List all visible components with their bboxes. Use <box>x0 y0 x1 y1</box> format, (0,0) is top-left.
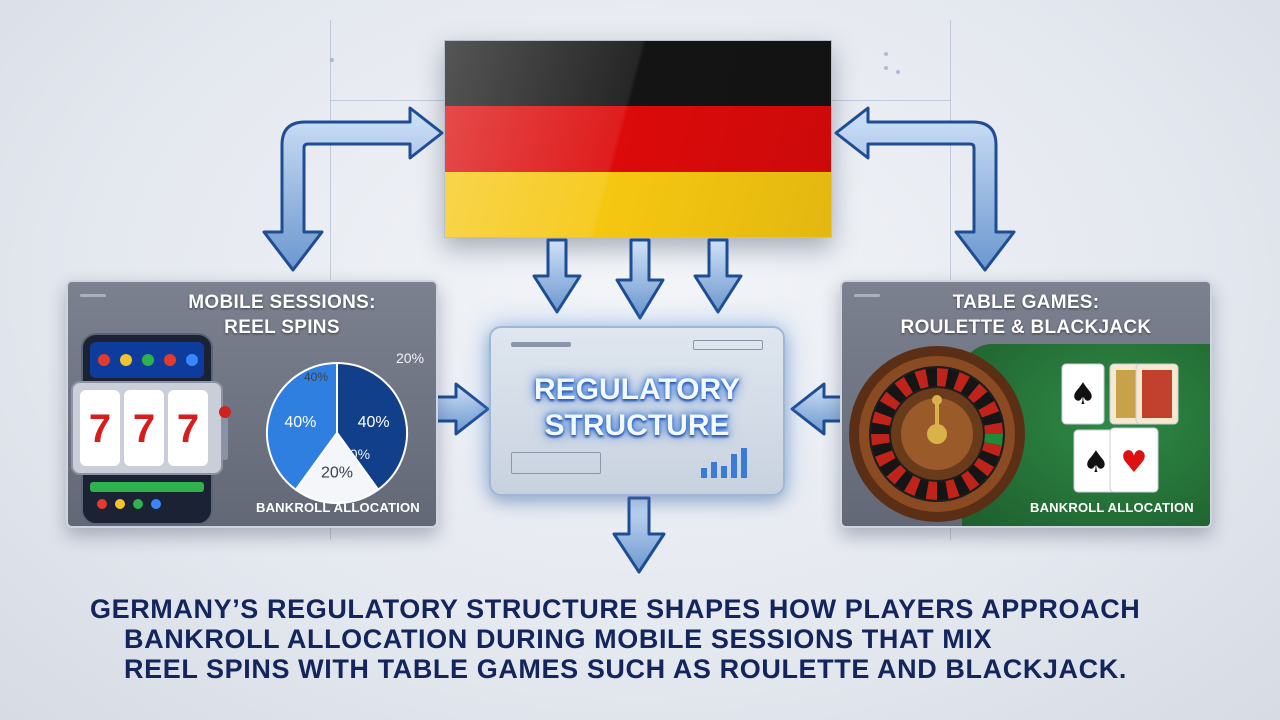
card-spade-top: ♠ <box>1070 377 1097 412</box>
wheel-pocket <box>886 464 907 485</box>
bankroll-allocation-label: BANKROLL ALLOCATION <box>1030 500 1194 515</box>
wheel-pocket <box>945 479 960 499</box>
wheel-pocket <box>925 368 937 387</box>
wheel-pocket <box>925 481 937 500</box>
background-dot <box>896 70 900 74</box>
card-footer-box <box>511 452 601 474</box>
wheel-pocket <box>978 401 1000 418</box>
center-title-line1: REGULATORY <box>533 373 741 406</box>
table-games-panel: TABLE GAMES: ROULETTE & BLACKJACK ♠ ♠ ♥ … <box>840 280 1212 528</box>
wheel-pocket <box>984 434 1003 446</box>
card-header-bar <box>511 342 571 347</box>
mobile-sessions-panel: MOBILE SESSIONS: REEL SPINS 7 7 7 40% 20%… <box>66 280 438 528</box>
arrow-down-2 <box>615 238 665 320</box>
slot-reel-2: 7 <box>133 407 155 451</box>
panel-title: TABLE GAMES: ROULETTE & BLACKJACK <box>842 290 1210 340</box>
germany-flag <box>444 40 832 238</box>
wheel-pocket <box>978 450 1000 467</box>
card-header-box <box>693 340 763 350</box>
wheel-pocket <box>973 391 995 410</box>
wheel-pocket <box>872 442 892 457</box>
wheel-pocket <box>886 383 907 404</box>
wheel-pocket <box>953 371 970 393</box>
flag-stripe-gold <box>445 171 831 237</box>
panel-title: MOBILE SESSIONS: REEL SPINS <box>128 290 436 340</box>
wheel-pocket <box>879 391 901 410</box>
wheel-pocket <box>904 371 921 393</box>
card-mini-bar-chart <box>701 448 747 478</box>
wheel-pocket <box>894 376 913 398</box>
card-spade-bottom: ♠ <box>1083 445 1110 480</box>
wheel-pocket <box>967 464 988 485</box>
background-dot <box>884 66 888 70</box>
wheel-pocket <box>961 470 980 492</box>
pie-slice-label-0: 40% <box>358 414 390 431</box>
wheel-pocket <box>914 369 929 389</box>
caption: GERMANY’S REGULATORY STRUCTURE SHAPES HO… <box>0 594 1280 684</box>
arrow-down-3 <box>693 238 743 314</box>
panel-title-line1: MOBILE SESSIONS: <box>188 292 376 313</box>
wheel-pocket <box>982 411 1002 426</box>
pie-slice-label-1: 20% <box>321 465 353 482</box>
wheel-pocket <box>879 458 901 477</box>
slot-machine-illustration: 7 7 7 <box>71 333 231 525</box>
background-dot <box>330 58 334 62</box>
caption-line1: GERMANY’S REGULATORY STRUCTURE SHAPES HO… <box>90 594 1141 624</box>
roulette-wheel-icon <box>849 346 1025 522</box>
wheel-pocket <box>967 383 988 404</box>
caption-line3: REEL SPINS WITH TABLE GAMES SUCH AS ROUL… <box>124 654 1127 684</box>
panel-title-line2: ROULETTE & BLACKJACK <box>900 317 1152 338</box>
slot-reel-1: 7 <box>89 407 111 451</box>
regulatory-structure-card: REGULATORY STRUCTURE <box>489 326 785 496</box>
background-dot <box>884 52 888 56</box>
wheel-pocket <box>874 401 896 418</box>
wheel-pocket <box>953 475 970 497</box>
pie-slice-0 <box>336 361 408 492</box>
wheel-pocket <box>874 450 896 467</box>
wheel-pocket <box>945 369 960 389</box>
card-heart: ♥ <box>1121 445 1148 480</box>
wheel-pocket <box>961 376 980 398</box>
panel-title-line1: TABLE GAMES: <box>952 292 1100 313</box>
arrow-center-down <box>612 496 666 574</box>
wheel-pocket <box>904 475 921 497</box>
arrow-left-loop <box>262 106 444 272</box>
bankroll-allocation-label: BANKROLL ALLOCATION <box>256 500 420 515</box>
arrow-right-loop <box>834 106 1016 272</box>
center-title: REGULATORY STRUCTURE <box>491 372 783 444</box>
slot-reel-3: 7 <box>177 407 199 451</box>
blackjack-cards-icon: ♠ ♠ ♥ <box>1061 363 1179 493</box>
panel-header-bar <box>854 294 880 297</box>
wheel-pocket <box>973 458 995 477</box>
wheel-pocket <box>894 470 913 492</box>
flag-stripe-red <box>445 106 831 172</box>
pie-outer-label-top: 20% <box>396 350 425 366</box>
wheel-pocket <box>984 422 1003 434</box>
caption-line2: BANKROLL ALLOCATION DURING MOBILE SESSIO… <box>124 624 993 654</box>
wheel-pocket <box>872 411 892 426</box>
wheel-pocket <box>914 479 929 499</box>
center-title-line2: STRUCTURE <box>544 409 730 442</box>
pie-outer-label-inner: 40% <box>304 370 329 384</box>
pie-slice-label-2: 40% <box>284 414 316 431</box>
flag-stripe-black <box>445 41 831 107</box>
pie-slice-1 <box>294 431 380 504</box>
arrow-down-1 <box>532 238 582 314</box>
flag-shine <box>445 41 831 237</box>
panel-title-line2: REEL SPINS <box>224 317 340 338</box>
wheel-pocket <box>937 481 949 500</box>
pie-outer-label-bottom: 20% <box>342 446 371 462</box>
bankroll-pie-chart: 40% 20% 40% <box>266 361 408 504</box>
wheel-pocket <box>871 422 890 434</box>
wheel-pocket <box>937 368 949 387</box>
wheel-pocket <box>871 434 890 446</box>
pie-slice-2 <box>266 361 338 492</box>
wheel-pocket <box>982 442 1002 457</box>
panel-header-bar <box>80 294 106 297</box>
